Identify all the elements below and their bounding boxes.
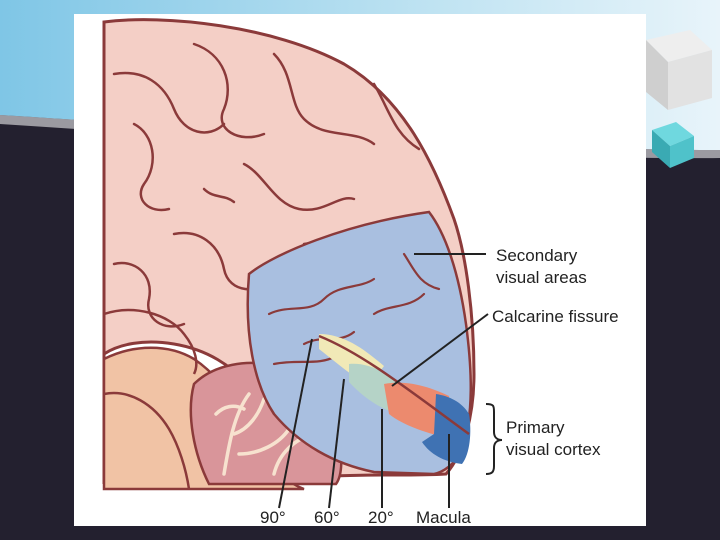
label-secondary-line1: Secondary xyxy=(496,246,578,265)
macula-zone xyxy=(422,394,471,464)
label-secondary-line2: visual areas xyxy=(496,268,587,287)
label-primary-line1: Primary xyxy=(506,418,565,437)
decorative-cubes xyxy=(646,30,712,168)
brain-diagram xyxy=(74,14,646,526)
label-macula: Macula xyxy=(416,508,471,527)
label-calcarine-fissure: Calcarine fissure xyxy=(492,307,619,326)
figure-card: Secondary visual areas Calcarine fissure… xyxy=(74,14,646,527)
leader-lines xyxy=(278,253,503,509)
label-90-degrees: 90° xyxy=(260,508,286,527)
label-primary-line2: visual cortex xyxy=(506,440,601,459)
label-60-degrees: 60° xyxy=(314,508,340,527)
label-20-degrees: 20° xyxy=(368,508,394,527)
